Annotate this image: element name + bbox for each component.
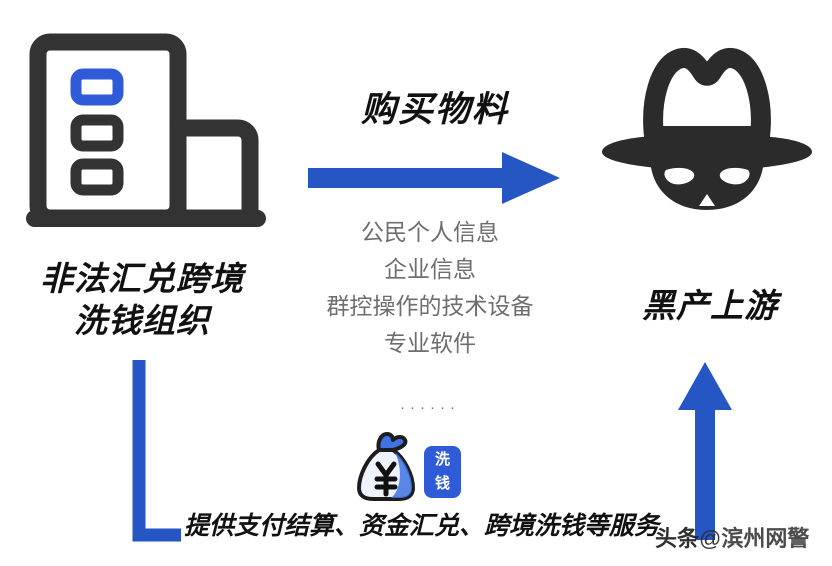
watermark-at: @ xyxy=(699,526,722,551)
material-item-1: 企业信息 xyxy=(384,256,476,282)
services-up-arrow xyxy=(676,360,734,540)
watermark-source: 头条 xyxy=(655,526,700,551)
material-item-0: 公民个人信息 xyxy=(361,219,499,245)
material-item-2: 群控操作的技术设备 xyxy=(326,293,534,319)
left-node-label-line1: 非法汇兑跨境 xyxy=(40,260,244,297)
ellipsis-dots: ······ xyxy=(400,399,460,416)
money-laundering-badge: 洗 钱 xyxy=(424,446,461,498)
watermark-account: 滨州网警 xyxy=(721,526,810,551)
material-item-3: 专业软件 xyxy=(384,330,476,356)
buy-materials-heading: 购买物料 xyxy=(360,90,509,129)
left-node-label: 非法汇兑跨境 洗钱组织 xyxy=(8,258,276,342)
buy-materials-arrow xyxy=(306,150,562,206)
services-text: 提供支付结算、资金汇兑、跨境洗钱等服务 xyxy=(184,512,660,540)
office-building-icon xyxy=(22,32,270,228)
incognito-spy-icon xyxy=(592,38,822,218)
watermark: 头条@滨州网警 xyxy=(655,524,809,554)
materials-list: 公民个人信息 企业信息 群控操作的技术设备 专业软件 xyxy=(280,214,580,362)
money-bag-yuan-icon xyxy=(355,430,417,502)
badge-char-1: 洗 xyxy=(434,451,450,468)
left-node-label-line2: 洗钱组织 xyxy=(74,302,210,339)
right-node-label: 黑产上游 xyxy=(642,287,778,324)
badge-char-2: 钱 xyxy=(434,475,450,492)
elbow-connector xyxy=(125,360,185,542)
